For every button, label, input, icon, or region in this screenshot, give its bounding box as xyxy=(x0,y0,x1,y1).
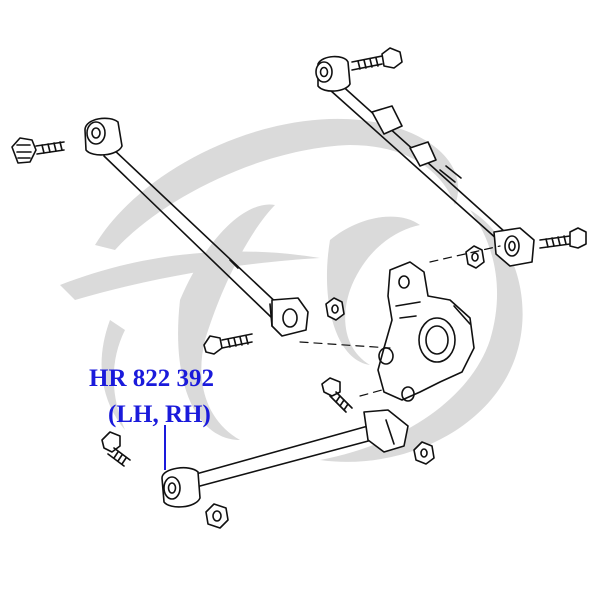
dashed-alignment-lines xyxy=(299,245,501,397)
upper-left-link-rod xyxy=(103,147,283,319)
parts-line-art xyxy=(11,47,587,529)
lower-link-bushing xyxy=(161,466,201,508)
upper-right-top-bushing-eye xyxy=(315,55,351,92)
lower-left-bolt xyxy=(101,431,131,467)
upper-left-nut xyxy=(325,297,345,321)
side-note-label: (LH, RH) xyxy=(108,401,211,428)
lower-right-nut xyxy=(413,441,435,465)
brand-swirl-logo xyxy=(60,118,523,462)
lower-lateral-link xyxy=(195,409,409,487)
knuckle-assembly xyxy=(377,261,475,402)
upper-left-bushing-eye xyxy=(84,117,123,156)
upper-right-top-bolt xyxy=(351,47,403,71)
upper-left-bolt xyxy=(11,137,65,164)
upper-right-nut xyxy=(465,245,485,269)
part-number-label: HR 822 392 xyxy=(89,365,214,392)
middle-bolt xyxy=(203,333,253,355)
lower-left-nut xyxy=(205,503,229,529)
upper-left-link-end-bracket xyxy=(269,297,309,337)
upper-right-lower-bolt xyxy=(539,227,587,249)
upper-right-lower-bushing-eye xyxy=(493,227,535,267)
upper-right-adjustable-link xyxy=(329,81,506,241)
lower-center-bolt xyxy=(321,377,353,413)
